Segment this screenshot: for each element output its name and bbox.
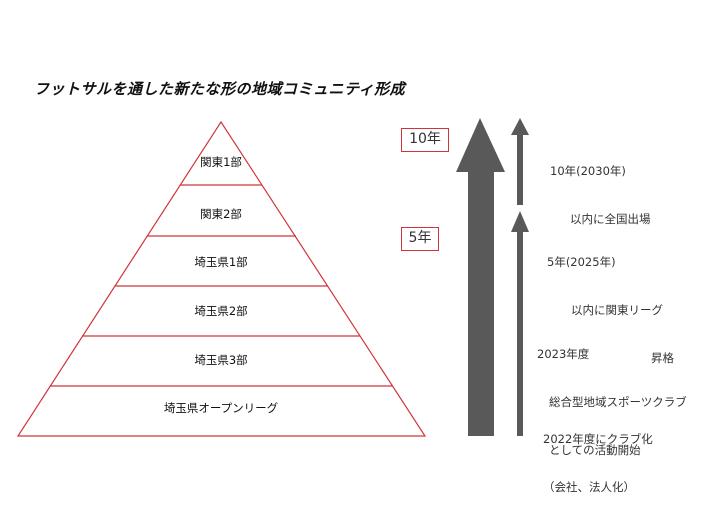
note-2023-line2: 総合型地域スポーツクラブ — [549, 395, 687, 409]
note-10-line2: 以内に全国出場 — [570, 212, 651, 226]
growth-arrow-large — [456, 118, 505, 436]
tier-label-saitama-1: 埼玉県1部 — [194, 255, 248, 269]
note-5-line2: 以内に関東リーグ — [571, 303, 663, 317]
pyramid-outline — [16, 120, 427, 437]
note-2023-line1: 2023年度 — [537, 347, 590, 361]
arrow-10-years — [511, 118, 529, 205]
tier-label-saitama-3: 埼玉県3部 — [194, 353, 248, 367]
page-title: フットサルを通した新たな形の地域コミュニティ形成 — [34, 80, 406, 98]
tier-label-saitama-2: 埼玉県2部 — [194, 304, 248, 318]
tier-label-saitama-open: 埼玉県オープンリーグ — [163, 401, 279, 415]
note-10-line1: 10年(2030年) — [550, 164, 626, 178]
note-5-line1: 5年(2025年) — [547, 255, 616, 269]
note-2023-line3: としての活動開始 — [549, 443, 641, 457]
note-10-years: 10年(2030年) 以内に全国出場 — [550, 131, 651, 243]
tier-label-kanto-2: 関東2部 — [200, 207, 242, 221]
note-2022: 2022年度にクラブ化 （会社、法人化） — [543, 399, 653, 511]
note-5-line3: 昇格 — [651, 351, 674, 365]
note-5-years: 5年(2025年) 以内に関東リーグ 昇格 — [547, 222, 674, 382]
note-2022-line2: （会社、法人化） — [543, 480, 635, 494]
note-2022-line1: 2022年度にクラブ化 — [543, 432, 653, 446]
box-5-years: 5年 — [401, 227, 439, 251]
tier-label-kanto-1: 関東1部 — [200, 155, 242, 169]
note-2023: 2023年度 総合型地域スポーツクラブ としての活動開始 — [537, 314, 687, 474]
box-10-years: 10年 — [401, 128, 449, 152]
arrow-5-years — [511, 211, 529, 436]
